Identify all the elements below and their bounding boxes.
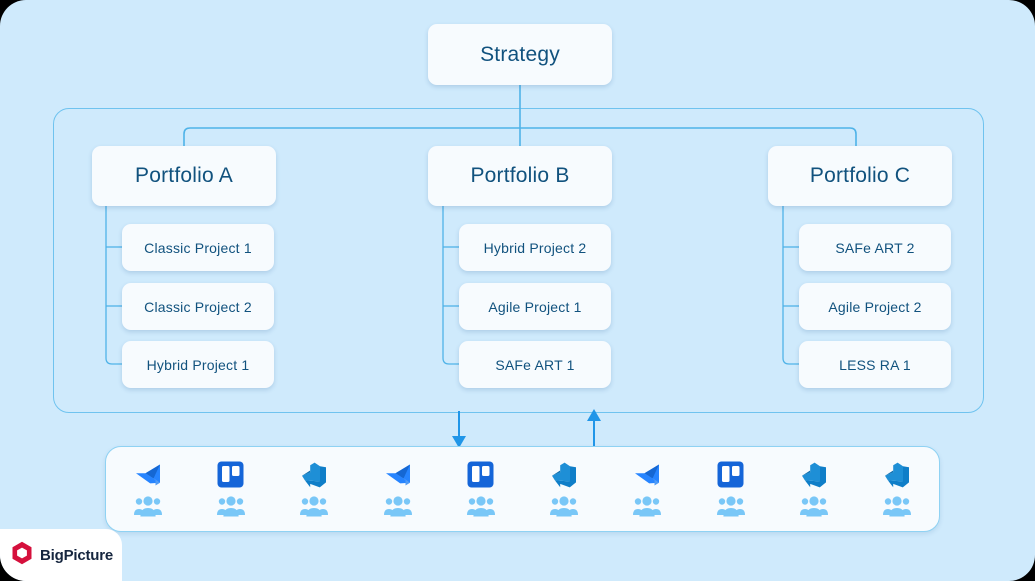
jira-icon[interactable]	[632, 461, 662, 489]
node-project[interactable]: Classic Project 1	[122, 224, 274, 271]
people-icon	[133, 496, 162, 518]
azure-devops-icon[interactable]	[550, 461, 578, 489]
team-cell[interactable]	[698, 461, 764, 518]
people-icon	[216, 496, 245, 518]
team-cell[interactable]	[531, 461, 597, 518]
node-portfolio-a[interactable]: Portfolio A	[92, 146, 276, 206]
people-icon	[800, 496, 829, 518]
node-strategy[interactable]: Strategy	[428, 24, 612, 85]
brand-name: BigPicture	[40, 546, 114, 564]
people-icon	[550, 496, 579, 518]
node-project[interactable]: LESS RA 1	[799, 341, 951, 388]
team-cell[interactable]	[198, 461, 264, 518]
people-icon	[883, 496, 912, 518]
trello-icon[interactable]	[467, 461, 494, 489]
team-cell[interactable]	[365, 461, 431, 518]
team-cell[interactable]	[864, 461, 930, 518]
azure-devops-icon[interactable]	[883, 461, 911, 489]
jira-icon[interactable]	[133, 461, 163, 489]
node-project[interactable]: Hybrid Project 2	[459, 224, 611, 271]
bigpicture-brand: BigPicture	[0, 529, 122, 581]
node-project[interactable]: Agile Project 1	[459, 283, 611, 330]
people-icon	[383, 496, 412, 518]
team-cell[interactable]	[115, 461, 181, 518]
node-project[interactable]: SAFe ART 2	[799, 224, 951, 271]
node-project[interactable]: Agile Project 2	[799, 283, 951, 330]
people-icon	[633, 496, 662, 518]
node-portfolio-c[interactable]: Portfolio C	[768, 146, 952, 206]
azure-devops-icon[interactable]	[800, 461, 828, 489]
azure-devops-icon[interactable]	[300, 461, 328, 489]
team-cell[interactable]	[448, 461, 514, 518]
teams-bar	[105, 446, 940, 532]
node-portfolio-b[interactable]: Portfolio B	[428, 146, 612, 206]
node-project[interactable]: Hybrid Project 1	[122, 341, 274, 388]
trello-icon[interactable]	[717, 461, 744, 489]
people-icon	[300, 496, 329, 518]
people-icon	[466, 496, 495, 518]
trello-icon[interactable]	[217, 461, 244, 489]
hexagon-logo-icon	[11, 541, 33, 570]
people-icon	[716, 496, 745, 518]
jira-icon[interactable]	[383, 461, 413, 489]
team-cell[interactable]	[781, 461, 847, 518]
team-cell[interactable]	[614, 461, 680, 518]
node-project[interactable]: Classic Project 2	[122, 283, 274, 330]
node-project[interactable]: SAFe ART 1	[459, 341, 611, 388]
team-cell[interactable]	[281, 461, 347, 518]
